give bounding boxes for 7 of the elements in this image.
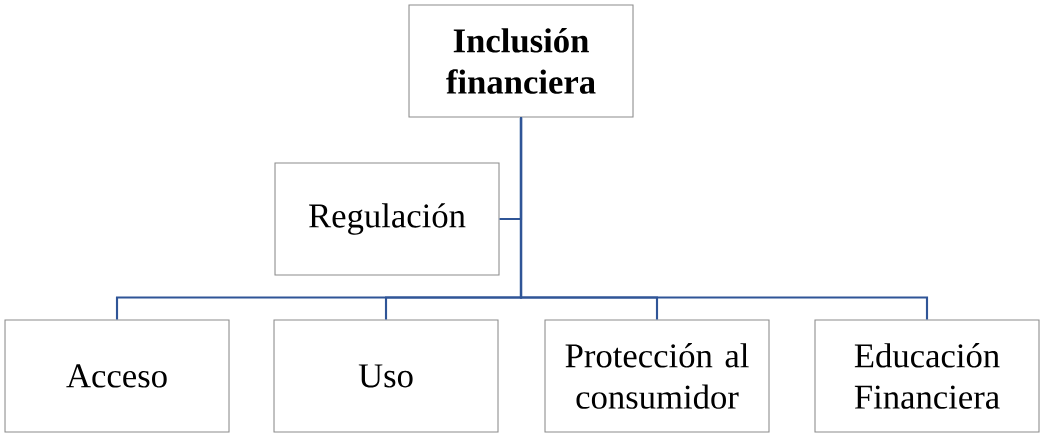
connector-line <box>519 117 929 320</box>
box: Regulación <box>274 162 500 276</box>
box: Uso <box>273 319 499 433</box>
box: Inclusión financiera <box>408 4 634 118</box>
box: Protección al consumidor <box>544 319 770 433</box>
box: Educación Financiera <box>814 319 1040 433</box>
box: Acceso <box>4 319 230 433</box>
